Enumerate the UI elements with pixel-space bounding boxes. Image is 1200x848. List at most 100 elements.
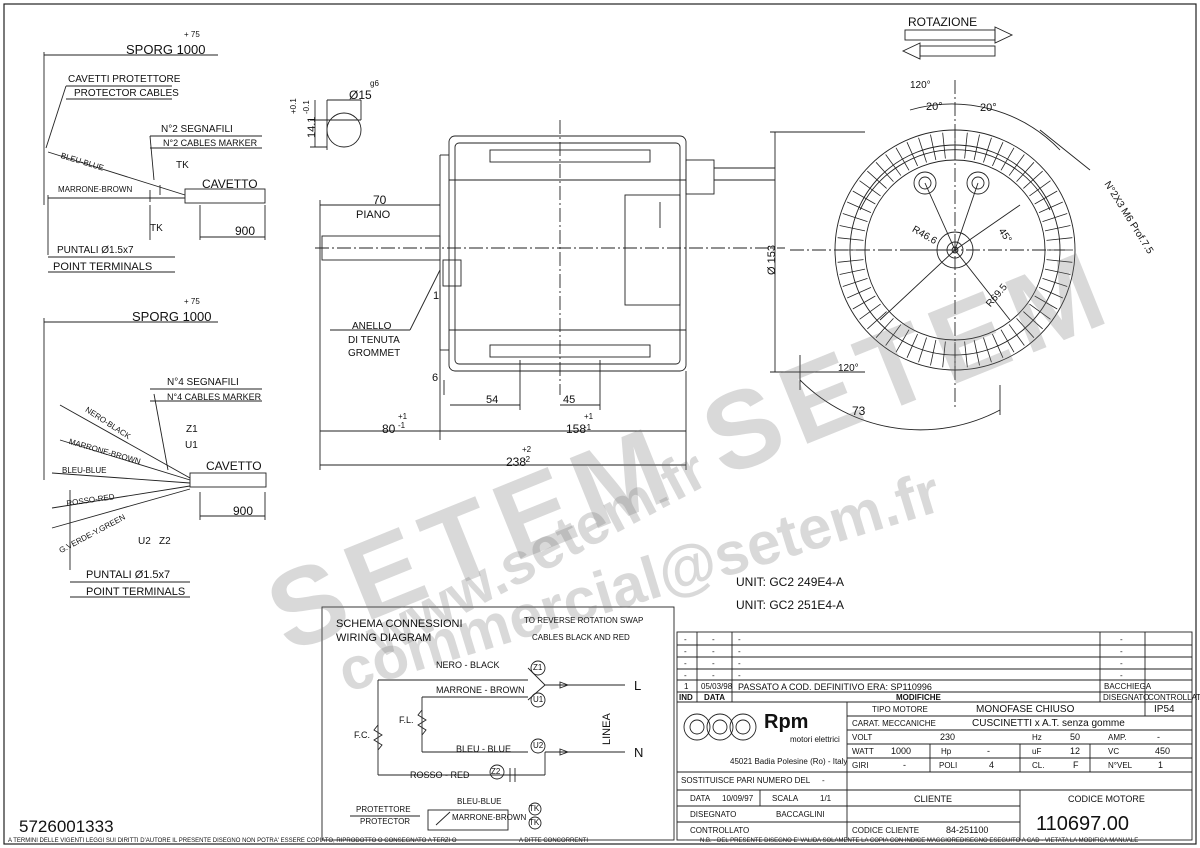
cooling-fin bbox=[852, 190, 876, 205]
wiring-note-2: CABLES BLACK AND RED bbox=[532, 633, 630, 642]
cooling-fin bbox=[859, 180, 881, 197]
sost-label: SOSTITUISCE PARI NUMERO DEL bbox=[681, 776, 811, 785]
wire-label-blue-4: BLEU-BLUE bbox=[62, 466, 107, 475]
cooling-fin bbox=[1008, 154, 1025, 176]
dim-1: 1 bbox=[433, 290, 440, 302]
cooling-fin bbox=[1034, 295, 1058, 310]
sporg-tol: + 75 bbox=[184, 30, 200, 39]
rev-mod: PASSATO A COD. DEFINITIVO ERA: SP110996 bbox=[738, 682, 932, 692]
cooling-fin bbox=[1046, 237, 1073, 241]
tk-label-top: TK bbox=[176, 160, 189, 171]
cooling-fin bbox=[906, 333, 918, 358]
sost-value: - bbox=[822, 776, 825, 785]
cooling-fin bbox=[942, 132, 946, 159]
amp-value: - bbox=[1157, 732, 1160, 742]
company-address: 45021 Badia Polesine (Ro) - Italy bbox=[730, 757, 848, 766]
protector-tk-1: TK bbox=[529, 804, 540, 813]
ip-value: IP54 bbox=[1154, 704, 1175, 715]
piano-label: PIANO bbox=[356, 209, 391, 221]
cable-label-4: CAVETTO bbox=[206, 459, 262, 473]
protector-brown: MARRONE-BROWN bbox=[452, 813, 527, 822]
cliente-label: CLIENTE bbox=[914, 794, 953, 804]
cooling-fin bbox=[930, 134, 937, 161]
protector-cables-it: CAVETTI PROTETTORE bbox=[68, 74, 181, 85]
uf-value: 12 bbox=[1070, 746, 1081, 756]
cooling-fin bbox=[867, 170, 887, 189]
cooling-fin bbox=[875, 318, 894, 338]
cooling-fin bbox=[837, 237, 864, 241]
cooling-fin bbox=[964, 341, 968, 368]
footer-copyright: A TERMINI DELLE VIGENTI LEGGI SUI DIRITT… bbox=[8, 838, 457, 844]
grommet-it-1: ANELLO bbox=[352, 321, 392, 332]
dim-80-tol-low: -1 bbox=[398, 421, 406, 430]
hz-value: 50 bbox=[1070, 732, 1081, 742]
dim-238-tol-up: +2 bbox=[522, 445, 532, 454]
rev-header-mod: MODIFICHE bbox=[896, 693, 941, 702]
rev-ind: - bbox=[684, 671, 687, 680]
cooling-fin bbox=[1044, 268, 1071, 275]
cooling-fin bbox=[1029, 303, 1051, 320]
grommet-it-2: DI TENUTA bbox=[348, 335, 400, 346]
rev-dis: - bbox=[1120, 635, 1123, 644]
cooling-fin bbox=[992, 333, 1004, 358]
unit-1: UNIT: GC2 249E4-A bbox=[736, 575, 845, 589]
cable-label: CAVETTO bbox=[202, 177, 258, 191]
poli-label: POLI bbox=[939, 761, 958, 770]
wiring-title-it: SCHEMA CONNESSIONI bbox=[336, 618, 463, 630]
cooling-fin bbox=[859, 303, 881, 320]
line-l: L bbox=[634, 678, 642, 693]
cooling-fin bbox=[875, 162, 894, 182]
diameter-153: Ø 153 bbox=[766, 245, 778, 275]
rev-mod: - bbox=[738, 671, 741, 680]
cooling-fin bbox=[1046, 259, 1073, 263]
cooling-fin bbox=[964, 132, 968, 159]
shaft-tolerance: g6 bbox=[370, 79, 379, 88]
controllato-label: CONTROLLATO bbox=[690, 826, 750, 835]
cooling-fin bbox=[1042, 278, 1068, 287]
rev-ind: - bbox=[684, 635, 687, 644]
footer-cad: DISEGNO ESEGUITO A CAD - VIETATA LA MODI… bbox=[960, 838, 1139, 844]
cooling-fin bbox=[837, 259, 864, 263]
protector-en: PROTECTOR bbox=[360, 817, 411, 826]
wiring-title-en: WIRING DIAGRAM bbox=[336, 632, 432, 644]
rev-ind: - bbox=[684, 659, 687, 668]
rev-dis: - bbox=[1120, 671, 1123, 680]
cooling-fin bbox=[885, 324, 902, 346]
dim-238: 238 bbox=[506, 455, 527, 469]
shaft-diameter: Ø15 bbox=[349, 88, 372, 102]
cl-value: F bbox=[1073, 760, 1079, 770]
cooling-fin bbox=[1023, 170, 1043, 189]
rev-ind: - bbox=[684, 647, 687, 656]
poli-value: 4 bbox=[989, 760, 995, 770]
cable-length: 900 bbox=[235, 224, 256, 238]
company-logo: Rpm bbox=[764, 711, 809, 733]
protector-cables-en: PROTECTOR CABLES bbox=[74, 88, 179, 99]
rev-header-ind: IND bbox=[679, 693, 693, 702]
cooling-fin bbox=[1000, 329, 1015, 353]
nvel-label: N°VEL bbox=[1108, 761, 1133, 770]
terminal-z2: Z2 bbox=[491, 767, 501, 776]
carat-label: CARAT. MECCANICHE bbox=[852, 719, 936, 728]
data-value: 10/09/97 bbox=[722, 794, 754, 803]
vc-label: VC bbox=[1108, 747, 1120, 756]
rev-dis: - bbox=[1120, 647, 1123, 656]
protector-blue: BLEU-BLUE bbox=[457, 797, 502, 806]
rev-header-data: DATA bbox=[704, 693, 726, 702]
wire-red-label: ROSSO - RED bbox=[410, 770, 470, 780]
disegnato-label: DISEGNATO bbox=[690, 810, 737, 819]
rev-data: - bbox=[712, 647, 715, 656]
fl-label: F.L. bbox=[399, 715, 414, 725]
wire-blue-label: BLEU - BLUE bbox=[456, 744, 512, 754]
rev-data: - bbox=[712, 671, 715, 680]
rev-mod: - bbox=[738, 635, 741, 644]
cooling-fin bbox=[983, 337, 992, 363]
scala-label: SCALA bbox=[772, 794, 799, 803]
cables-marker-en-4: N°4 CABLES MARKER bbox=[167, 392, 262, 402]
volt-label: VOLT bbox=[852, 733, 873, 742]
cooling-fin bbox=[839, 268, 866, 275]
dim-45: 45 bbox=[563, 394, 576, 406]
flat-dimension: 14.1 bbox=[306, 116, 318, 138]
uf-label: uF bbox=[1032, 747, 1042, 756]
cables-marker-en: N°2 CABLES MARKER bbox=[163, 138, 258, 148]
